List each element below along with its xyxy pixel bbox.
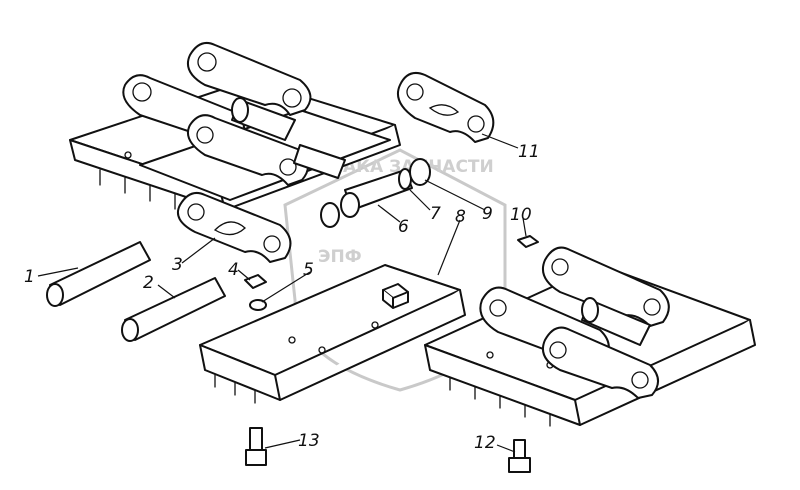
callout-12: 12 [474,433,496,453]
callout-2: 2 [143,273,154,293]
callout-11: 11 [518,142,540,162]
leader-lines [37,133,527,453]
callout-9: 9 [482,204,493,224]
nuts-washers [244,235,539,311]
callout-4: 4 [228,260,239,280]
link-plate-11 [396,72,495,143]
callout-10: 10 [510,205,532,225]
callout-8: 8 [455,207,466,227]
pin-bushing-seals [320,158,431,228]
pin-2 [121,277,226,342]
watermark-logo-text: ЭПФ [318,247,362,267]
bolt-13 [245,427,267,466]
track-assembly-upper [69,42,401,263]
callout-13: 13 [298,431,320,451]
track-shoe-8 [199,264,466,404]
callout-1: 1 [24,267,35,287]
track-assembly-right [424,246,756,427]
callout-6: 6 [398,217,409,237]
callout-7: 7 [430,204,441,224]
callout-5: 5 [303,260,314,280]
callout-labels: 1 2 3 4 5 6 7 8 9 10 11 12 13 [24,142,540,453]
pin-1 [46,241,151,307]
callout-3: 3 [172,255,183,275]
bolt-12 [508,439,531,473]
